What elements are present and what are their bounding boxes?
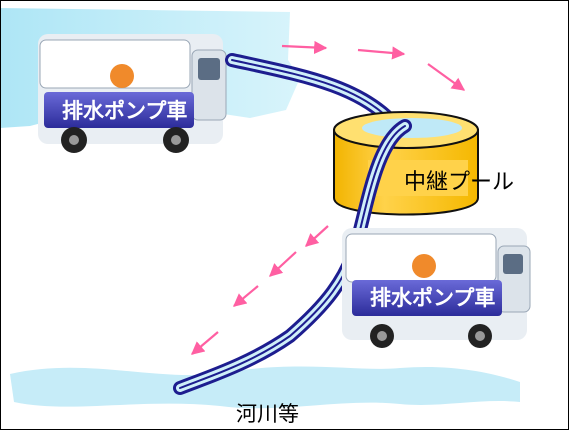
flow-arrow [305, 225, 329, 247]
river-label: 河川等 [236, 402, 299, 426]
flow-arrow [281, 40, 328, 55]
pump-truck-bottom: 排水ポンプ車 [342, 228, 531, 348]
pump-truck-bottom-label: 排水ポンプ車 [370, 286, 495, 310]
pump-truck-top: 排水ポンプ車 [38, 34, 227, 153]
pump-truck-top-label: 排水ポンプ車 [62, 99, 187, 123]
flow-arrow [357, 46, 406, 60]
flow-arrow [427, 63, 466, 91]
river-water-area [10, 366, 520, 409]
flow-arrow [269, 251, 297, 277]
flow-arrow [232, 285, 259, 307]
flow-arrow [190, 331, 219, 355]
flow-arrows [190, 40, 466, 355]
hose-pool-to-river [173, 119, 412, 395]
relay-pool-label: 中継プール [404, 170, 514, 195]
